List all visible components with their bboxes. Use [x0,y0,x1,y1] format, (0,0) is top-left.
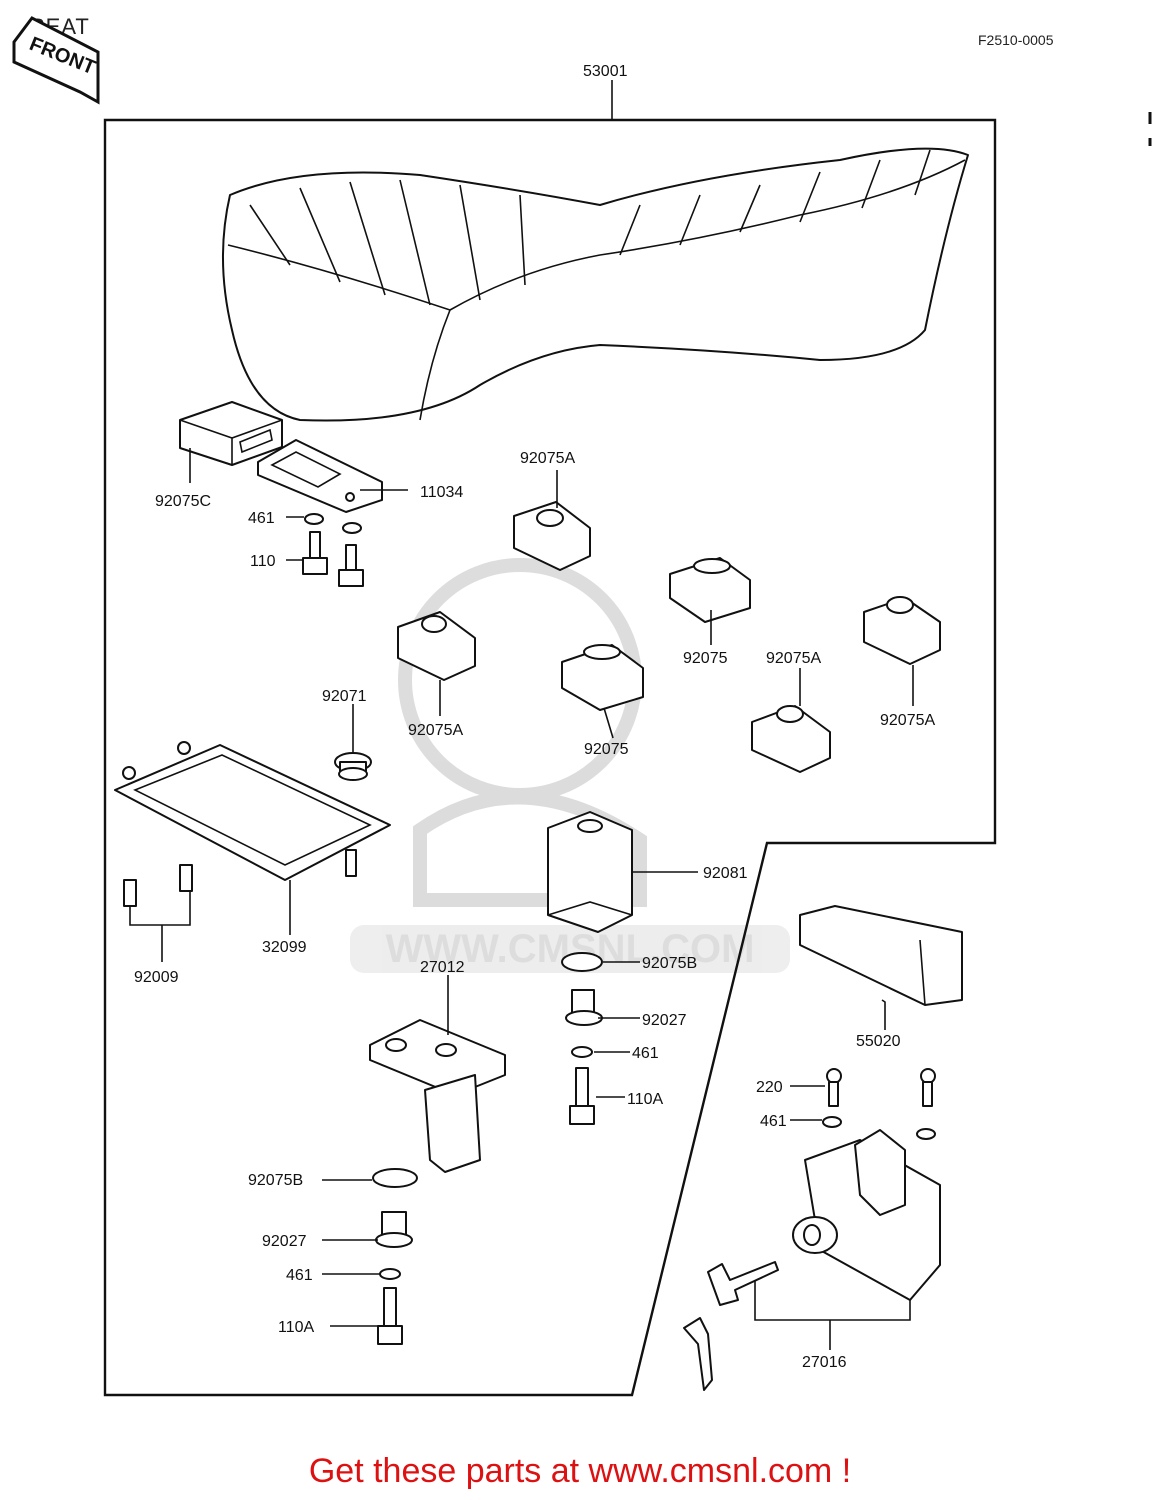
label-110[interactable]: 110 [250,553,276,570]
label-461-c[interactable]: 461 [760,1113,787,1130]
label-53001[interactable]: 53001 [583,63,628,80]
label-92075A-a[interactable]: 92075A [520,450,575,467]
label-27016[interactable]: 27016 [802,1354,847,1371]
part-92075-block-2[interactable] [561,644,644,711]
part-27012-bracket[interactable] [369,1019,506,1173]
key-pair-icon [683,1261,779,1391]
label-27012[interactable]: 27012 [420,959,465,976]
part-32099-tray[interactable] [114,741,391,881]
part-11034-bracket[interactable] [257,439,383,513]
part-461-washer-pair[interactable] [304,513,362,534]
part-92075B-grommet-2[interactable] [372,1168,418,1188]
label-92071[interactable]: 92071 [322,688,367,705]
part-55020-plate[interactable] [799,905,963,1006]
label-461-b[interactable]: 461 [632,1045,659,1062]
label-110A-a[interactable]: 110A [627,1091,664,1108]
label-92075-b[interactable]: 92075 [584,741,629,758]
part-92027-collar-2[interactable] [375,1211,413,1248]
label-92075-a[interactable]: 92075 [683,650,728,667]
diagram-code: F2510-0005 [978,32,1054,48]
label-92027-a[interactable]: 92027 [642,1012,687,1029]
label-92075B-a[interactable]: 92075B [642,955,697,972]
part-92027-collar-1[interactable] [565,989,603,1026]
part-110A-bolt-bottom[interactable] [377,1287,403,1345]
part-110A-bolt-center[interactable] [569,1067,595,1125]
label-92081[interactable]: 92081 [703,865,748,882]
part-461-washer-center[interactable] [571,1046,593,1058]
seat-53001[interactable] [222,147,969,422]
part-92009-screw-pair[interactable] [123,864,193,907]
part-92075C-cushion[interactable] [179,401,283,466]
part-27016-seat-lock[interactable] [792,1129,941,1301]
part-92075A-block-4[interactable] [751,705,831,773]
label-92075C[interactable]: 92075C [155,493,211,510]
footer-cta-link[interactable]: Get these parts at www.cmsnl.com ! [308,1452,852,1490]
front-arrow-badge: FRONT [12,16,100,105]
part-110-bolt-pair[interactable] [302,531,364,587]
assembly-outline [103,118,997,1397]
label-11034[interactable]: 11034 [420,484,463,501]
part-92071-grommet[interactable] [334,752,372,781]
part-461-washer-lock[interactable] [822,1116,936,1140]
label-110A-b[interactable]: 110A [278,1319,315,1336]
leader-lines [129,80,914,1350]
part-461-washer-bottom[interactable] [379,1268,401,1280]
part-92075A-block-1[interactable] [513,501,591,571]
part-92075-block-1[interactable] [669,557,751,623]
label-461-a[interactable]: 461 [248,510,275,527]
label-220[interactable]: 220 [756,1079,783,1096]
part-92081-cover[interactable] [547,811,633,933]
part-92075A-block-3[interactable] [863,596,941,665]
part-92075B-grommet-1[interactable] [561,952,603,972]
parts-diagram: FRONT WWW.CMSNL.COM [12,16,1152,1397]
label-461-d[interactable]: 461 [286,1267,313,1284]
label-92009[interactable]: 92009 [134,969,179,986]
part-220-screw-pair[interactable] [826,1068,936,1107]
label-32099[interactable]: 32099 [262,939,307,956]
label-92075A-b[interactable]: 92075A [766,650,821,667]
label-92075A-d[interactable]: 92075A [880,712,935,729]
label-55020[interactable]: 55020 [856,1033,901,1050]
part-92075A-block-2[interactable] [397,611,476,681]
label-92075B-b[interactable]: 92075B [248,1172,303,1189]
label-92027-b[interactable]: 92027 [262,1233,307,1250]
label-92075A-c[interactable]: 92075A [408,722,463,739]
